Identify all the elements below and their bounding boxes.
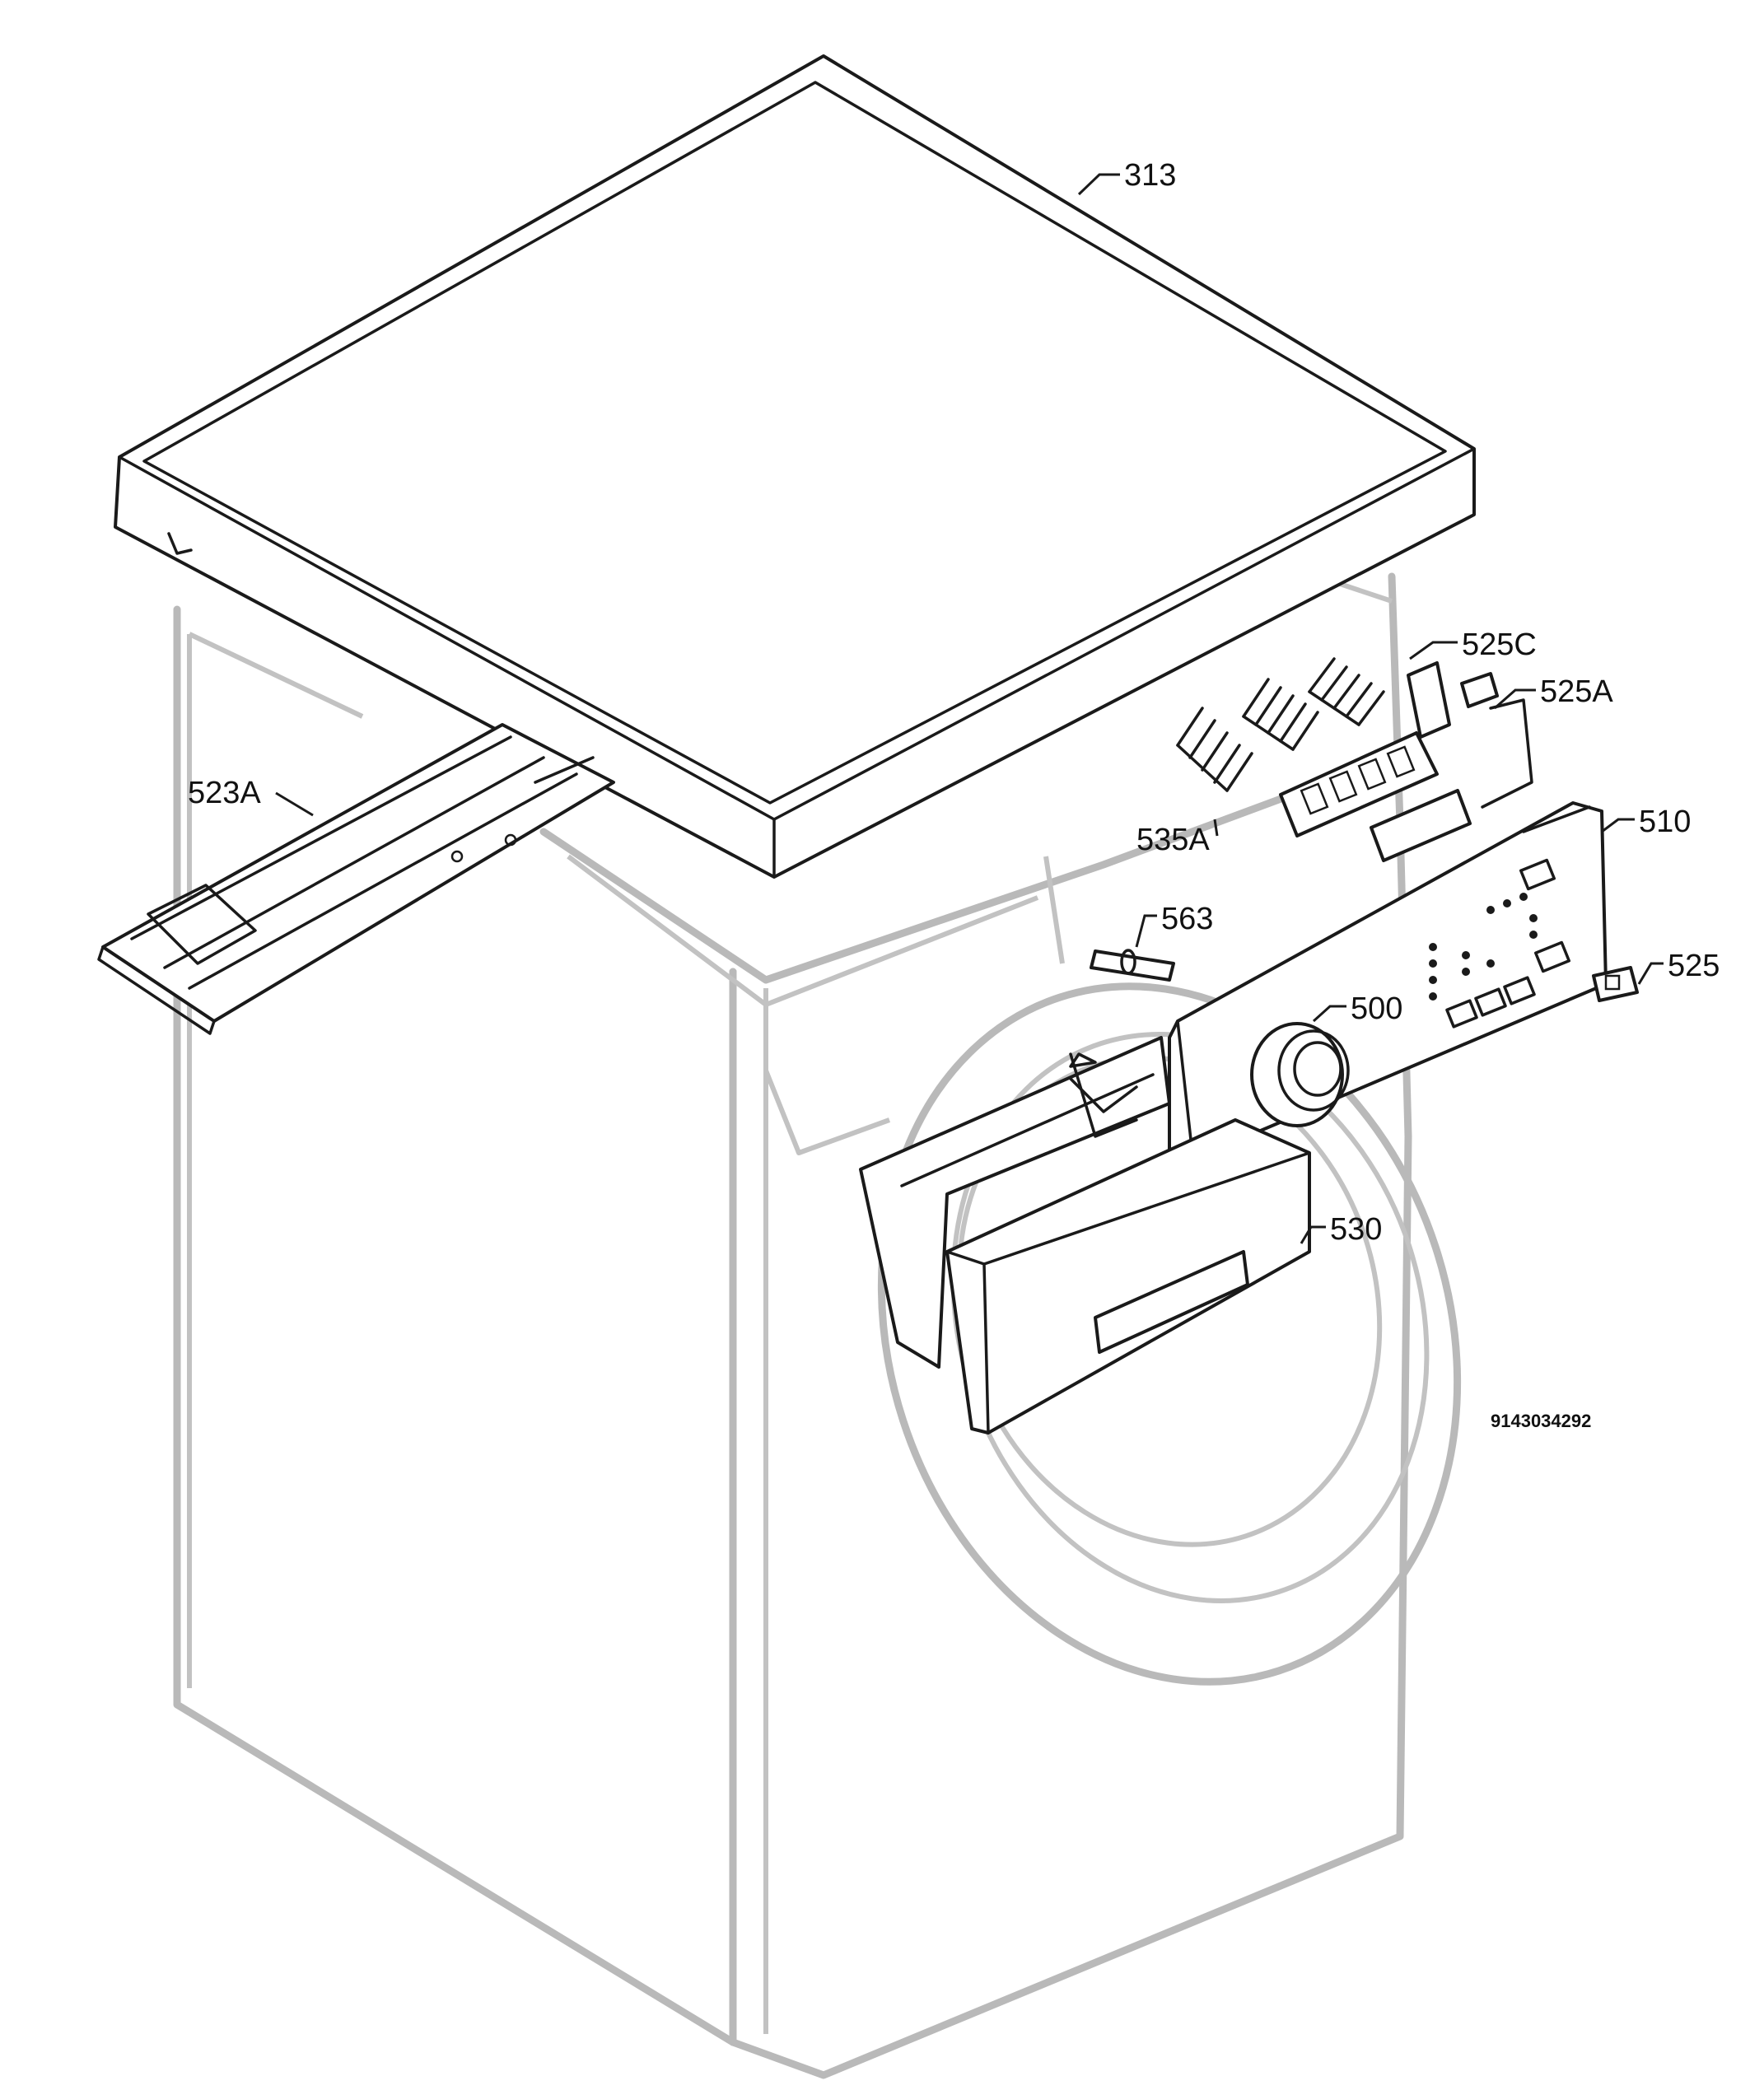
label-523a: 523A <box>188 776 261 810</box>
label-500: 500 <box>1351 991 1402 1026</box>
label-525a: 525A <box>1540 674 1613 709</box>
switch-block <box>1279 661 1533 862</box>
label-525c: 525C <box>1462 627 1537 662</box>
label-563: 563 <box>1161 902 1213 936</box>
label-525: 525 <box>1668 949 1720 983</box>
wire-harness-535a <box>1176 657 1385 792</box>
switch-525 <box>1592 966 1639 1002</box>
label-510: 510 <box>1639 805 1691 839</box>
detergent-drawer-530 <box>859 1036 1311 1435</box>
label-535a: 535A <box>1136 823 1210 857</box>
drawing-code: 9143034292 <box>1491 1411 1591 1431</box>
pin-563 <box>1090 949 1175 982</box>
label-313: 313 <box>1124 158 1176 193</box>
label-530: 530 <box>1330 1212 1382 1247</box>
rail-523a <box>97 723 615 1035</box>
knob-500 <box>1250 1022 1350 1127</box>
top-lid <box>114 54 1476 879</box>
part-labels: 313 525C 525A 523A 535A 510 563 525 500 … <box>188 158 1720 1431</box>
leader-lines <box>275 173 1664 1244</box>
